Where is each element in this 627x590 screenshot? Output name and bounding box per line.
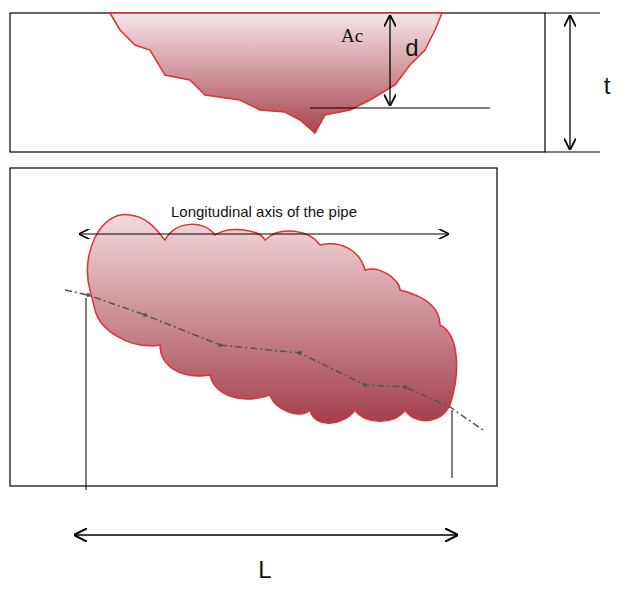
- length-label: L: [258, 557, 271, 583]
- axis-label: Longitudinal axis of the pipe: [167, 203, 361, 222]
- corrosion-plan: [87, 215, 456, 424]
- depth-label: d: [405, 35, 418, 61]
- depth-arrow: [389, 16, 390, 105]
- thickness-label: t: [604, 73, 611, 99]
- corrosion-section: [110, 13, 442, 133]
- axis-arrow: [80, 233, 448, 234]
- thickness-arrow: [569, 16, 570, 149]
- area-label: Ac: [341, 26, 363, 47]
- plan-rect: [10, 168, 497, 486]
- axis-line: [65, 290, 483, 430]
- section-rect: [10, 13, 545, 152]
- length-arrow: [75, 534, 457, 536]
